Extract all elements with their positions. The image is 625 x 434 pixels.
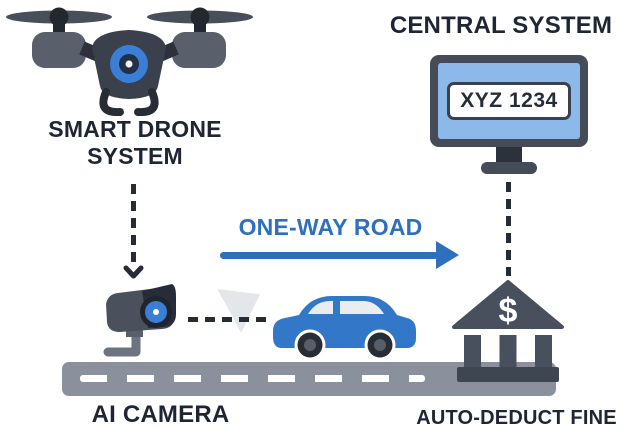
camera-lens	[140, 296, 172, 328]
bank-columns	[464, 335, 552, 369]
bank-roof	[452, 280, 564, 329]
monitor-icon: XYZ 1234	[430, 55, 588, 147]
camera-mount-arm	[103, 329, 141, 357]
car-rear-window	[308, 301, 333, 314]
license-plate: XYZ 1234	[447, 82, 571, 120]
car-front-window	[340, 301, 384, 314]
monitor-to-bank-dashed-line	[506, 182, 511, 276]
road-lane-dashes	[80, 375, 425, 382]
car-rear-wheel	[294, 329, 326, 361]
bank-icon: $	[452, 280, 564, 382]
drone-landing-legs	[99, 88, 159, 116]
camera-to-car-dashed-line	[188, 317, 268, 322]
bank-dollar-sign: $	[499, 292, 518, 330]
flow-arrow-head-icon	[436, 241, 459, 269]
ai-camera-label: AI CAMERA	[91, 401, 230, 428]
monitor-screen: XYZ 1234	[438, 63, 580, 139]
car-icon	[273, 296, 416, 361]
central-system-label: CENTRAL SYSTEM	[389, 12, 613, 39]
bank-base	[457, 367, 559, 382]
down-arrowhead-icon	[123, 265, 144, 279]
drone-propellers	[6, 7, 253, 36]
smart-drone-system-label: SMART DRONE SYSTEM	[48, 116, 222, 170]
camera-beam	[217, 289, 260, 333]
drone-camera-lens	[110, 45, 148, 83]
car-front-wheel	[364, 329, 396, 361]
drone-icon	[6, 7, 253, 116]
monitor-stand-base	[481, 162, 537, 174]
drone-to-camera-dashed-line	[131, 184, 136, 264]
ai-camera-icon	[103, 284, 176, 357]
flow-arrow-line	[220, 252, 438, 259]
auto-deduct-fine-label: AUTO-DEDUCT FINE	[416, 407, 617, 429]
drone-motor-pods	[32, 32, 226, 68]
monitor-stand-neck	[496, 147, 522, 164]
one-way-road-label: ONE-WAY ROAD	[238, 214, 423, 240]
